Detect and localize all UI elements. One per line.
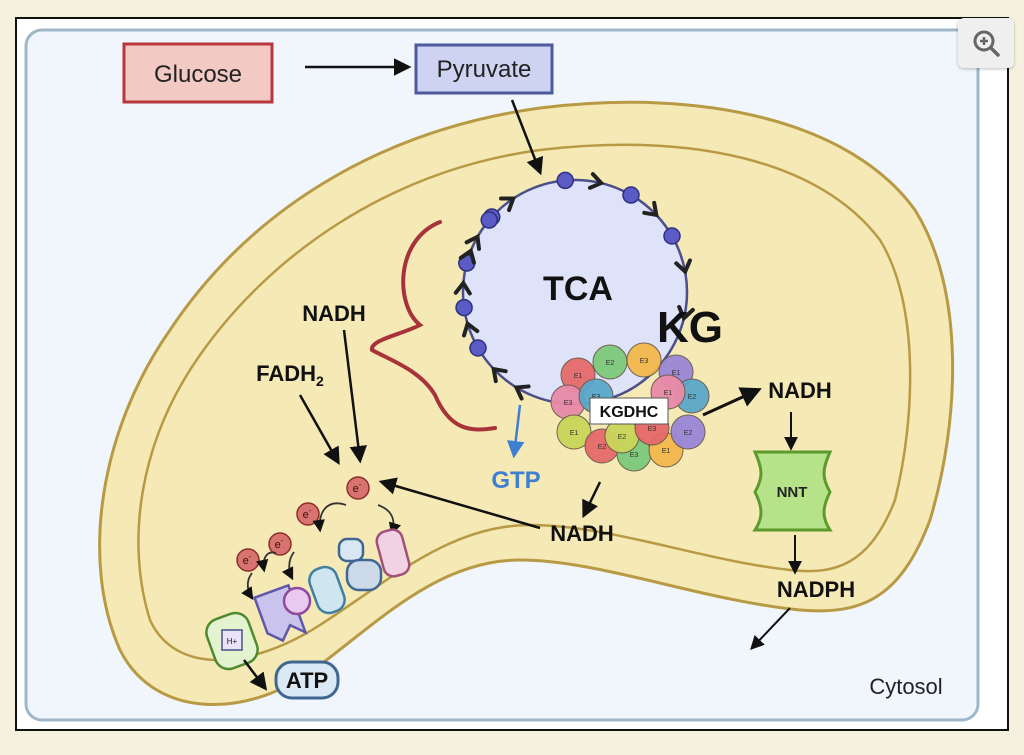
electron-transport-chain: H+ ATP	[205, 528, 411, 700]
proton-label: H+	[227, 637, 238, 646]
electron-label: e-	[353, 480, 362, 495]
fadh2-to-electron-arrow	[298, 394, 340, 466]
complex-ii	[282, 586, 312, 616]
tca-direction-chevron	[458, 247, 476, 265]
tca-direction-chevron	[513, 384, 531, 401]
atp-label: ATP	[286, 668, 328, 693]
electron-marker: e-	[268, 532, 292, 556]
kgdhc-subunit-label: E3	[630, 452, 639, 459]
zoom-in-icon	[973, 30, 1000, 57]
nadh-left-label: NADH	[302, 301, 366, 326]
nadph-export-arrow	[750, 607, 791, 651]
glucose-label: Glucose	[154, 61, 242, 88]
fadh2-label: FADH2	[256, 361, 324, 389]
complex-iii	[308, 565, 346, 615]
tca-intermediate-node	[455, 298, 473, 317]
gtp-arrow	[506, 404, 525, 459]
kgdhc-label: KGDHC	[600, 404, 659, 421]
cytosol-label: Cytosol	[869, 674, 942, 699]
atp-badge: ATP	[274, 660, 340, 700]
atp-synthase-arrow	[243, 659, 268, 691]
electron-transfer-arrow	[241, 572, 254, 601]
tca-chevrons	[453, 172, 695, 401]
tca-intermediate-node	[663, 227, 681, 245]
electron-transfer-arrow	[255, 551, 277, 573]
kgdhc-label-box: KGDHC	[589, 397, 669, 425]
kgdhc-subunit	[670, 414, 706, 450]
electron-marker: e-	[346, 476, 370, 500]
tca-direction-chevron	[677, 304, 695, 322]
electron-label: e-	[275, 536, 284, 551]
kgdhc-subunit-label: E1	[662, 448, 671, 455]
kgdhc-subunit	[626, 342, 662, 378]
tca-direction-chevron	[499, 196, 517, 213]
tca-intermediate-node	[556, 171, 574, 190]
pyruvate-to-tca-arrow	[510, 99, 544, 176]
electrons: e-e-e-e-	[236, 476, 370, 572]
pyruvate-box: Pyruvate	[414, 43, 554, 95]
nadh-to-electron-left-arrow	[342, 329, 367, 464]
tca-intermediate-node	[622, 186, 640, 204]
gtp-label: GTP	[491, 467, 540, 494]
kgdhc-subunit-label: E3	[640, 358, 649, 365]
electron-transfer-arrow	[312, 502, 347, 533]
complex-v-subunit	[375, 528, 411, 578]
kgdhc-to-nadh-bottom-arrow	[582, 481, 602, 519]
tca-direction-chevron	[453, 279, 472, 296]
electron-carrier-brace	[370, 220, 497, 432]
kgdhc-subunit-label: E2	[688, 394, 697, 401]
electron-marker: e-	[296, 502, 320, 526]
nadh-right-label: NADH	[768, 378, 832, 403]
atp-synthase: H+	[205, 611, 259, 671]
tca-direction-chevron	[674, 258, 692, 276]
electron-marker: e-	[236, 548, 260, 572]
nadph-label: NADPH	[777, 577, 855, 602]
nadh-bottom-label: NADH	[550, 521, 614, 546]
tca-direction-chevron	[491, 366, 508, 384]
zoom-in-button[interactable]	[958, 18, 1014, 68]
kgdhc-subunit-label: E2	[684, 430, 693, 437]
kgdhc-subunit-label: E2	[606, 360, 615, 367]
kg-label: KG	[657, 303, 723, 352]
complex-iv	[345, 558, 383, 592]
kgdhc-subunit-label: E3	[648, 426, 657, 433]
kgdhc-subunit-label: E3	[564, 400, 573, 407]
kgdhc-subunit-label: E1	[574, 373, 583, 380]
kgdhc-subunit-label: E1	[672, 370, 681, 377]
glucose-box: Glucose	[122, 42, 274, 104]
cytochrome-c	[337, 537, 365, 563]
nadh-to-electron-arrow	[378, 477, 541, 530]
kgdhc-subunit-label: E2	[618, 434, 627, 441]
tca-intermediate-node	[469, 339, 487, 357]
nnt-transporter: NNT	[752, 450, 833, 532]
kgdhc-subunit	[556, 414, 592, 450]
mitochondrion-outer-membrane	[98, 100, 955, 707]
mitochondrion-inner-membrane	[137, 143, 912, 662]
kgdhc-subunit-label: E1	[570, 430, 579, 437]
tca-nodes	[455, 171, 681, 357]
electron-transfer-arrow	[281, 551, 295, 581]
tca-intermediate-node	[480, 211, 498, 229]
nnt-label: NNT	[777, 484, 808, 501]
pyruvate-label: Pyruvate	[437, 56, 532, 83]
tca-direction-chevron	[587, 172, 605, 190]
kgdhc-subunit-label: E1	[664, 390, 673, 397]
tca-label: TCA	[543, 270, 613, 308]
tca-direction-chevron	[461, 320, 480, 338]
tca-cycle: TCA	[453, 171, 695, 406]
tca-direction-chevron	[464, 233, 482, 251]
kgdhc-subunit-label: E2	[598, 444, 607, 451]
electron-label: e-	[303, 506, 312, 521]
kgdhc-to-nadh-arrow	[702, 387, 762, 417]
kgdhc-complex: E1E2E3E1E2E3E1E2E3E1E2E3E1E2E3	[550, 342, 710, 472]
tca-direction-chevron	[642, 200, 659, 218]
electron-label: e-	[243, 552, 252, 567]
